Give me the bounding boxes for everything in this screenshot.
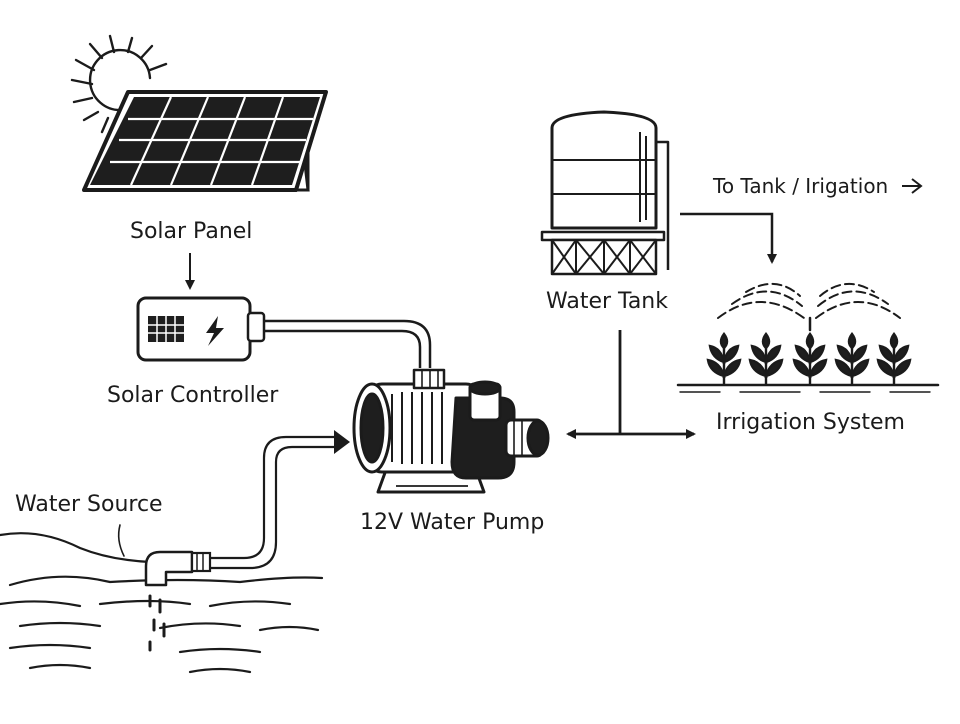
irrigation-system-label: Irrigation System xyxy=(716,410,905,435)
solar-panel-label: Solar Panel xyxy=(130,219,253,244)
solar-controller-icon xyxy=(136,296,266,362)
lightning-bolt-icon xyxy=(206,316,224,346)
tank-to-irrigation-arrow xyxy=(680,212,777,264)
water-pump-icon xyxy=(352,368,550,494)
controller-to-pump-cable xyxy=(264,319,432,368)
water-source-label: Water Source xyxy=(15,492,163,517)
distribution-arrows xyxy=(566,330,696,439)
intake-pipe xyxy=(144,550,212,587)
water-tank-icon xyxy=(540,110,670,276)
sun-icon xyxy=(70,34,168,134)
solar-panel-icon xyxy=(82,90,328,192)
to-tank-irrigation-label: To Tank / Irigation xyxy=(713,174,889,198)
solar-controller-label: Solar Controller xyxy=(107,383,279,408)
intake-arrowhead xyxy=(334,430,350,454)
water-source-icon xyxy=(0,524,324,674)
intake-hose-arrow xyxy=(210,435,336,570)
water-pump-label: 12V Water Pump xyxy=(360,510,545,535)
irrigation-system-icon xyxy=(676,283,940,393)
water-tank-label: Water Tank xyxy=(546,289,668,314)
arrow-right-icon xyxy=(902,178,923,194)
